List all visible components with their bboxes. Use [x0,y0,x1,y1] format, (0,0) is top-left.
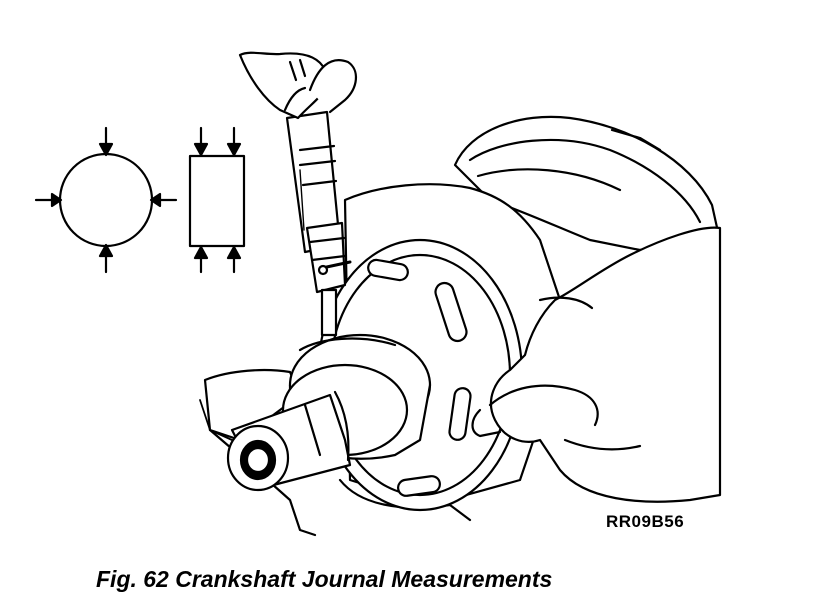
micrometer [285,110,352,337]
figure-code: RR09B56 [606,512,685,531]
round-measurement-inset [34,126,178,274]
crankshaft-journal [226,333,432,492]
right-hand [471,226,722,503]
taper-measurement-inset [188,126,246,274]
figure-caption: Fig. 62 Crankshaft Journal Measurements [96,566,553,592]
crankshaft-illustration [34,51,722,537]
block-outline [199,399,233,441]
upper-hand [238,51,357,120]
